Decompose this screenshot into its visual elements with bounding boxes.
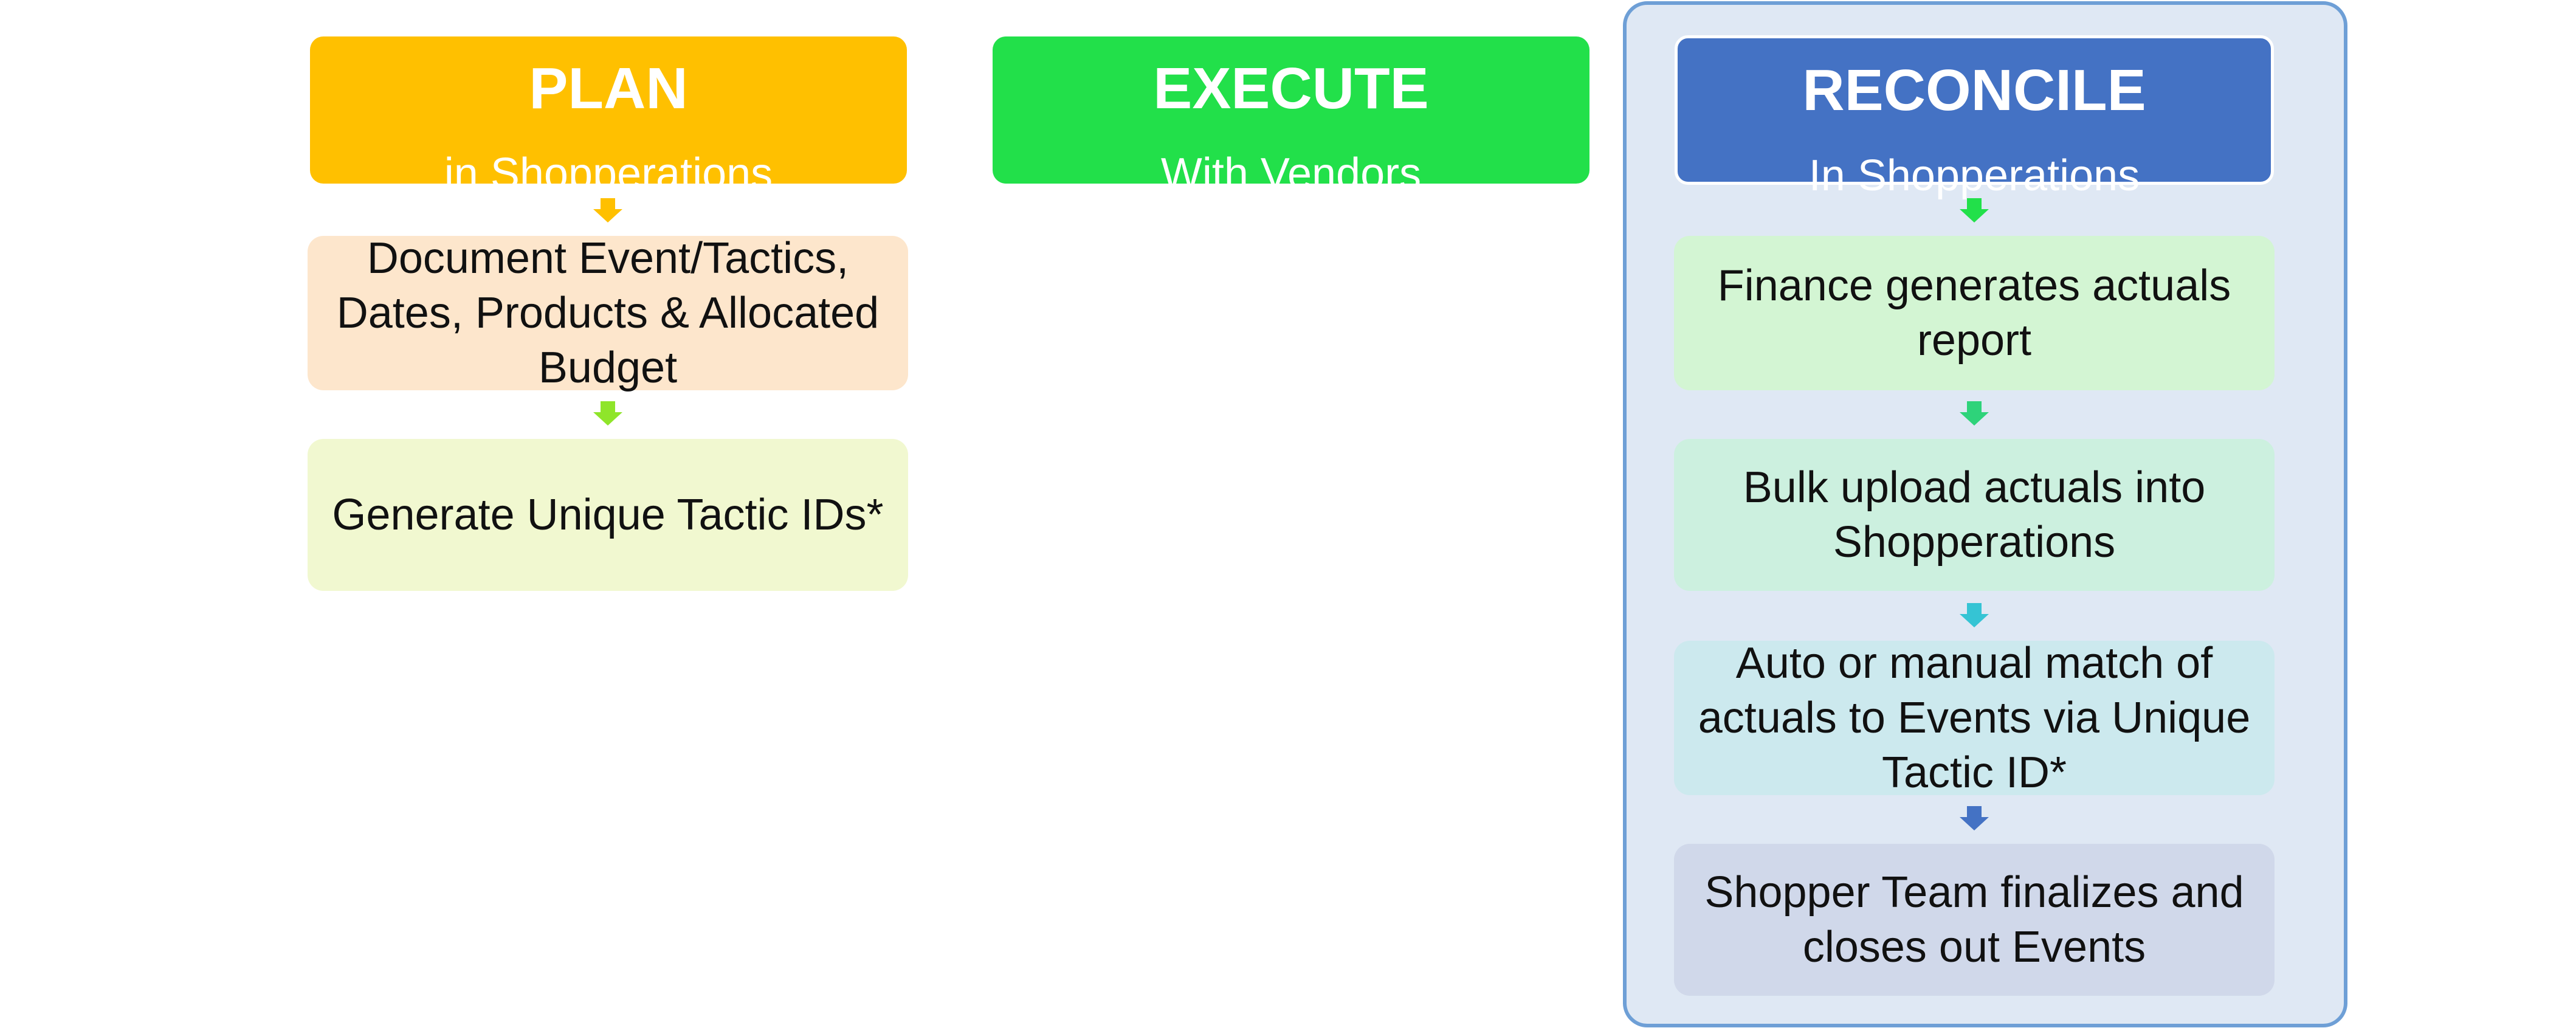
- down-arrow-icon: [1960, 198, 1989, 223]
- reconcile-step-finalize: Shopper Team finalizes and closes out Ev…: [1674, 844, 2275, 996]
- reconcile-arrow-1: [1960, 198, 1989, 223]
- reconcile-header: RECONCILE In Shopperations: [1675, 35, 2274, 198]
- down-arrow-icon: [1960, 603, 1989, 627]
- plan-header: PLAN in Shopperations: [310, 36, 907, 196]
- reconcile-step-text: Shopper Team finalizes and closes out Ev…: [1704, 868, 2244, 971]
- reconcile-step-text: Finance generates actuals report: [1717, 261, 2231, 365]
- plan-subtitle: in Shopperations: [444, 150, 773, 198]
- reconcile-subtitle: In Shopperations: [1808, 151, 2140, 200]
- down-arrow-icon: [593, 401, 622, 426]
- execute-subtitle: With Vendors: [1160, 150, 1422, 198]
- plan-step-document-event: Document Event/Tactics, Dates, Products …: [308, 234, 908, 392]
- reconcile-arrow-3: [1960, 603, 1989, 627]
- reconcile-step-auto-match: Auto or manual match of actuals to Event…: [1674, 639, 2275, 797]
- plan-arrow-1: [593, 198, 622, 223]
- plan-title: PLAN: [529, 56, 688, 121]
- down-arrow-icon: [1960, 401, 1989, 426]
- reconcile-step-bulk-upload: Bulk upload actuals into Shopperations: [1674, 439, 2275, 591]
- reconcile-title: RECONCILE: [1802, 58, 2146, 123]
- reconcile-arrow-2: [1960, 401, 1989, 426]
- plan-step-text: Document Event/Tactics, Dates, Products …: [336, 234, 880, 392]
- execute-title: EXECUTE: [1153, 56, 1429, 121]
- down-arrow-icon: [1960, 806, 1989, 830]
- plan-arrow-2: [593, 401, 622, 426]
- reconcile-step-text: Auto or manual match of actuals to Event…: [1698, 639, 2251, 797]
- reconcile-step-finance-report: Finance generates actuals report: [1674, 236, 2275, 390]
- plan-step-text: Generate Unique Tactic IDs*: [332, 491, 884, 539]
- execute-header: EXECUTE With Vendors: [993, 36, 1589, 196]
- reconcile-step-text: Bulk upload actuals into Shopperations: [1743, 463, 2206, 567]
- down-arrow-icon: [593, 198, 622, 223]
- plan-step-generate-ids: Generate Unique Tactic IDs*: [308, 439, 908, 591]
- reconcile-arrow-4: [1960, 806, 1989, 830]
